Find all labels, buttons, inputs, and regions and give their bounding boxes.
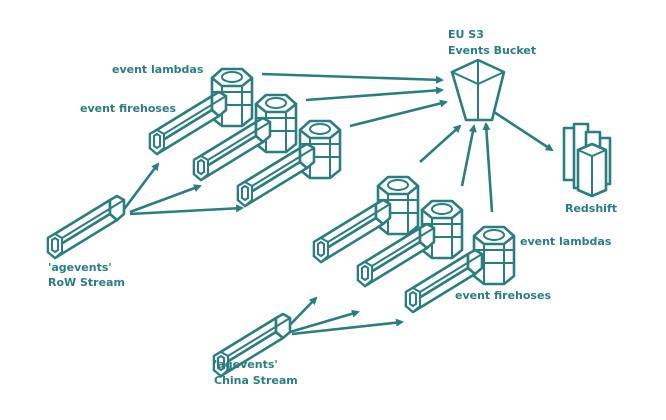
flow-arrows — [120, 72, 554, 336]
kinesis-firehose-icon — [192, 116, 272, 182]
row-lambdas-label: event lambdas — [112, 63, 204, 76]
bucket-label-line2: Events Bucket — [448, 44, 536, 57]
row-stream — [46, 194, 126, 260]
kinesis-firehose-icon — [236, 142, 316, 208]
china-stream-label-line1: 'agevents' — [214, 358, 278, 371]
s3-bucket-icon — [450, 58, 506, 122]
china-stream-label-line2: China Stream — [214, 374, 298, 387]
row-stream-label-line1: 'agevents' — [48, 261, 112, 274]
row-stream-label-line2: RoW Stream — [48, 276, 125, 289]
redshift-icon — [562, 122, 612, 198]
bucket-label-line1: EU S3 — [448, 28, 484, 41]
china-firehoses-label: event firehoses — [455, 289, 551, 302]
china-lambdas-label: event lambdas — [520, 235, 612, 248]
row-firehoses-label: event firehoses — [80, 102, 176, 115]
redshift-label: Redshift — [565, 202, 617, 215]
kinesis-stream-icon — [46, 194, 126, 260]
